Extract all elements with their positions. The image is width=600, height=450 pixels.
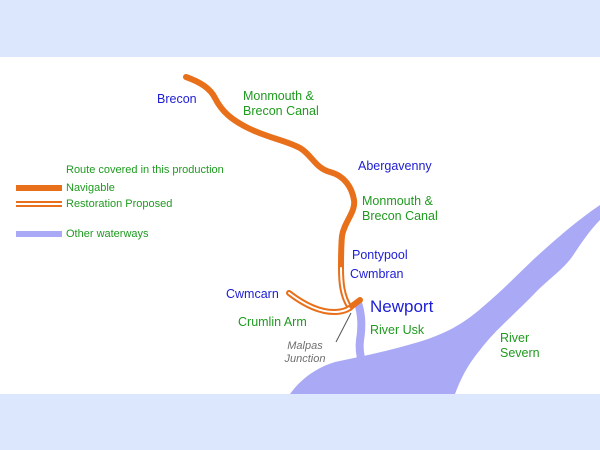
bottom-band xyxy=(0,394,600,450)
restoration-crumlin-inner xyxy=(288,292,353,314)
restoration-main-inner xyxy=(340,267,351,309)
legend-other-label: Other waterways xyxy=(66,228,149,240)
label-brecon: Brecon xyxy=(157,92,197,106)
label-canal-south-2: Brecon Canal xyxy=(362,209,438,223)
top-band xyxy=(0,0,600,57)
navigable-canal-route xyxy=(183,74,358,271)
label-cwmcarn: Cwmcarn xyxy=(226,287,279,301)
label-malpas-1: Malpas xyxy=(287,340,323,352)
label-river-severn-2: Severn xyxy=(500,346,540,360)
legend-heading: Route covered in this production xyxy=(66,164,224,176)
map-background xyxy=(0,57,600,394)
label-river-usk: River Usk xyxy=(370,323,425,337)
label-malpas-2: Junction xyxy=(284,353,326,365)
malpas-pointer xyxy=(335,312,352,343)
label-canal-north-2: Brecon Canal xyxy=(243,104,319,118)
label-abergavenny: Abergavenny xyxy=(358,159,432,173)
label-canal-south-1: Monmouth & xyxy=(362,194,433,208)
newport-navigable-stub xyxy=(349,297,363,309)
label-cwmbran: Cwmbran xyxy=(350,267,404,281)
river-severn-shape xyxy=(290,205,600,394)
label-river-severn-1: River xyxy=(500,331,530,345)
legend-restoration-label: Restoration Proposed xyxy=(66,198,173,210)
label-newport: Newport xyxy=(370,297,434,316)
label-crumlin-arm: Crumlin Arm xyxy=(238,315,307,329)
label-pontypool: Pontypool xyxy=(352,248,408,262)
river-usk-line xyxy=(354,299,366,366)
legend-navigable-label: Navigable xyxy=(66,182,115,194)
label-canal-north-1: Monmouth & xyxy=(243,89,314,103)
